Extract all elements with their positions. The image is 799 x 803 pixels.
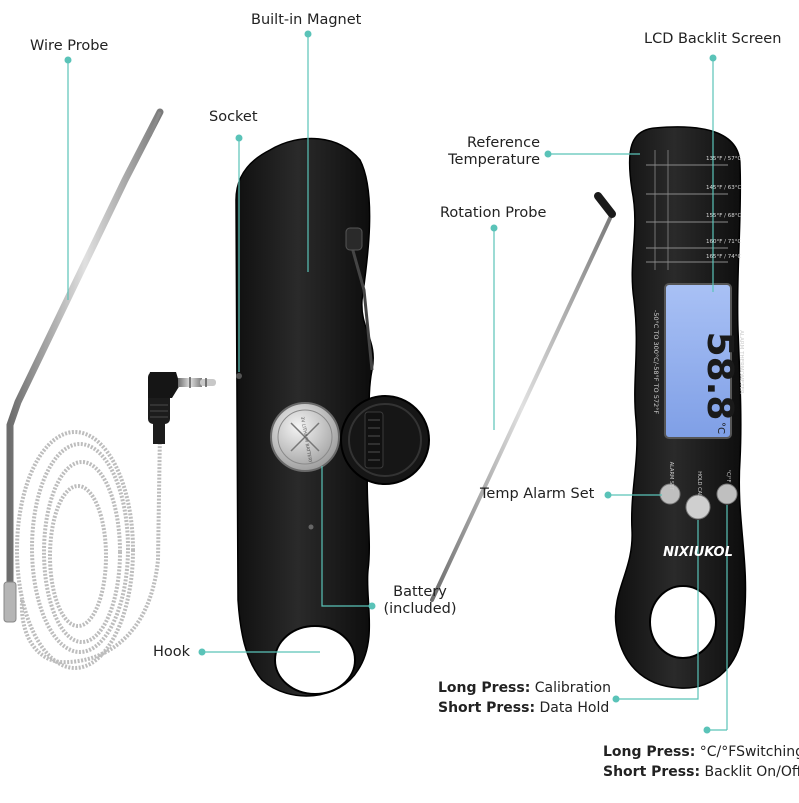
lcd-screen <box>664 283 732 439</box>
ref-temp-1: 135°F / 57°C <box>706 156 742 162</box>
thermometer-back-view <box>235 137 430 697</box>
hold-button-note: Long Press: Calibration Short Press: Dat… <box>438 680 611 717</box>
button-label-alarm: ALARM SET <box>668 462 674 491</box>
unit-button-note: Long Press: °C/°FSwitching Short Press: … <box>603 744 799 781</box>
hold-cal-button[interactable] <box>685 494 711 520</box>
unit-long-val: °C/°FSwitching <box>695 744 799 760</box>
hold-short-press-line: Short Press: Data Hold <box>438 700 611 717</box>
battery-cover <box>340 395 430 485</box>
ref-temp-2: 145°F / 63°C <box>706 185 742 191</box>
hold-long-key: Long Press: <box>438 680 531 696</box>
hold-long-val: Calibration <box>530 680 611 696</box>
button-label-hold: HOLD CAL <box>696 471 702 497</box>
callout-lines <box>67 34 728 731</box>
label-lcd-backlit-screen: LCD Backlit Screen <box>644 31 782 47</box>
label-temp-alarm-set: Temp Alarm Set <box>480 486 595 502</box>
ref-temp-3: 155°F / 68°C <box>706 213 742 219</box>
wire-probe-illustration <box>3 108 216 670</box>
range-text: -50°C TO 300°C/-58°F TO 572°F <box>652 310 660 414</box>
label-wire-probe: Wire Probe <box>30 38 109 54</box>
brand-logo: NIXIUKOL <box>663 545 733 560</box>
label-reference-line2: Temperature <box>448 152 540 168</box>
hanging-hole <box>649 585 717 659</box>
unit-long-press-line: Long Press: °C/°FSwitching <box>603 744 799 761</box>
braided-cable <box>15 429 162 670</box>
unit-short-key: Short Press: <box>603 764 701 780</box>
unit-backlight-button[interactable] <box>716 483 738 505</box>
unit-short-val: Backlit On/Off <box>700 764 799 780</box>
label-battery-line2: (included) <box>383 601 457 617</box>
probe-ferrule <box>3 581 17 623</box>
hold-short-val: Data Hold <box>535 700 610 716</box>
unit-long-key: Long Press: <box>603 744 696 760</box>
label-socket: Socket <box>209 109 258 125</box>
audio-plug <box>148 372 216 444</box>
label-built-in-magnet: Built-in Magnet <box>251 12 362 28</box>
label-hook: Hook <box>153 644 191 660</box>
callout-dots <box>64 30 717 734</box>
ref-temp-4: 160°F / 71°C <box>706 239 742 245</box>
lcd-reading: 58.8 <box>699 332 740 421</box>
ref-temp-5: 165°F / 74°C <box>706 254 742 260</box>
label-reference-temperature: Reference Temperature <box>420 135 540 169</box>
button-label-unit: °C/°F <box>725 469 731 482</box>
hold-long-press-line: Long Press: Calibration <box>438 680 611 697</box>
probe-shaft <box>6 108 164 589</box>
label-reference-line1: Reference <box>466 135 540 151</box>
model-text: ALARM THERMOMETER <box>738 330 744 394</box>
label-battery-line1: Battery <box>393 584 447 600</box>
hold-short-key: Short Press: <box>438 700 536 716</box>
lcd-unit: °C <box>715 422 726 434</box>
label-rotation-probe: Rotation Probe <box>440 205 547 221</box>
alarm-set-button[interactable] <box>659 483 681 505</box>
label-battery: Battery (included) <box>374 584 466 618</box>
unit-short-press-line: Short Press: Backlit On/Off <box>603 764 799 781</box>
rotation-probe-rod <box>430 212 614 602</box>
